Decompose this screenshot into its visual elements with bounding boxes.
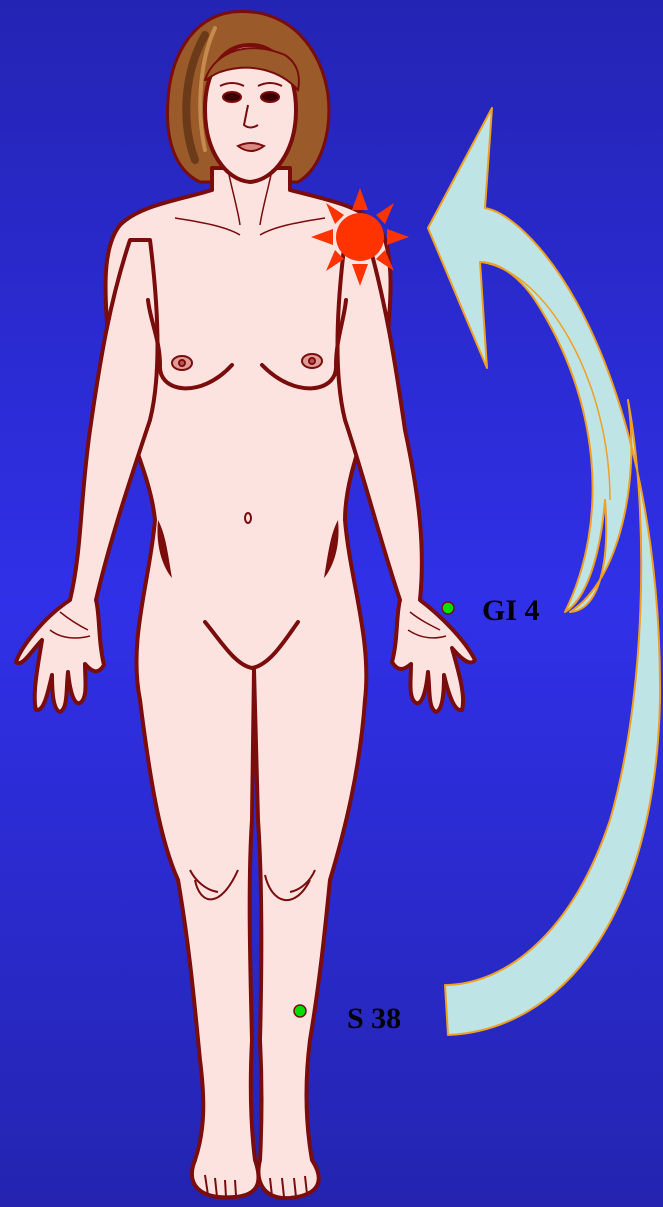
acupoint-gi4-green-dot-icon[interactable] <box>442 602 454 614</box>
point-label-s38: S 38 <box>347 1002 401 1036</box>
point-label-gi4: GI 4 <box>482 594 540 628</box>
body <box>16 45 475 1198</box>
acupoint-s38-green-dot-icon[interactable] <box>294 1005 306 1017</box>
curved-arrow-icon <box>428 108 660 1035</box>
